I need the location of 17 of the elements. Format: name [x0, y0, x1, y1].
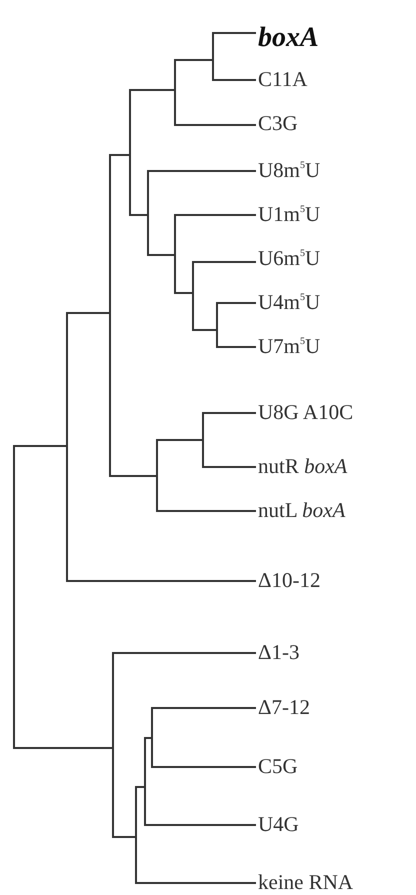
sample-label: nutR boxA: [258, 456, 348, 477]
sample-label: nutL boxA: [258, 500, 346, 521]
sample-label: U7m$^{5}$U: [258, 336, 320, 357]
sample-label: boxA: [258, 24, 319, 52]
sample-label: Δ10-12: [258, 570, 320, 591]
sample-label: U6m$^{5}$U: [258, 248, 320, 269]
sample-label: C3G: [258, 113, 298, 134]
sample-label: U8m$^{5}$U: [258, 160, 320, 181]
sample-label: U8G A10C: [258, 402, 354, 423]
sample-label: C5G: [258, 756, 298, 777]
sample-label: C11A: [258, 69, 308, 90]
sample-label: U4m$^{5}$U: [258, 292, 320, 313]
sample-label: Δ7-12: [258, 697, 310, 718]
sample-label: U4G: [258, 814, 299, 835]
sample-label: Δ1-3: [258, 642, 300, 663]
sample-label: U1m$^{5}$U: [258, 204, 320, 225]
sample-label: keine RNA: [258, 872, 354, 893]
